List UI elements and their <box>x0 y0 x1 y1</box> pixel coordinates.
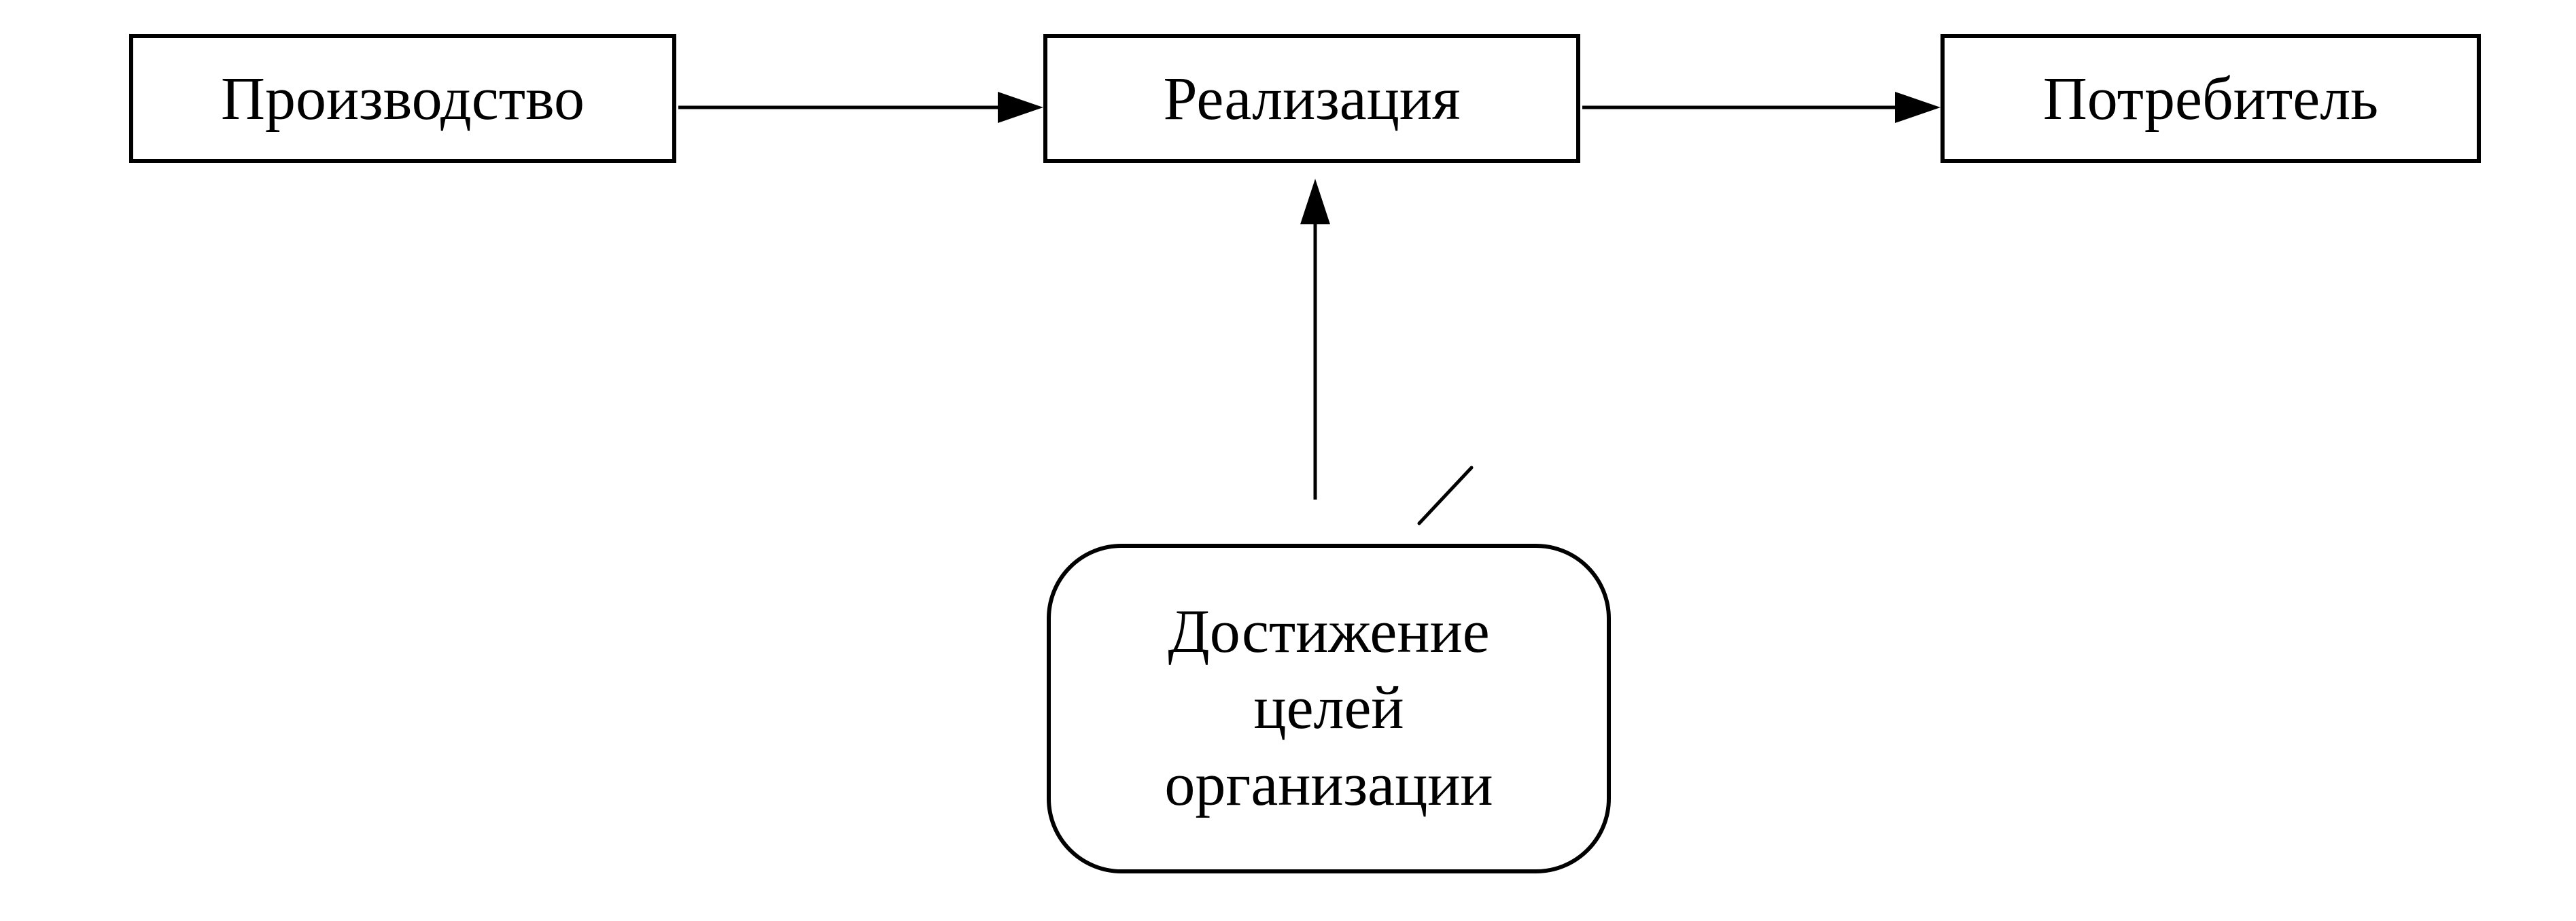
arrowhead-realization-left <box>998 92 1043 123</box>
node-goals-line-1: Достижение <box>1168 597 1490 665</box>
node-goals: Достижение целей организации <box>1047 544 1611 873</box>
node-realization: Реализация <box>1043 34 1580 163</box>
arrowhead-consumer-left <box>1895 92 1940 123</box>
node-realization-label: Реализация <box>1163 65 1461 133</box>
arrowhead-realization-bottom <box>1300 179 1330 224</box>
node-goals-line-3: организации <box>1164 750 1493 818</box>
node-consumer: Потребитель <box>1940 34 2481 163</box>
node-goals-line-2: целей <box>1253 674 1404 742</box>
stray-pen-mark <box>1417 466 1474 525</box>
node-production-label: Производство <box>221 65 585 133</box>
node-consumer-label: Потребитель <box>2042 65 2379 133</box>
node-production: Производство <box>129 34 676 163</box>
